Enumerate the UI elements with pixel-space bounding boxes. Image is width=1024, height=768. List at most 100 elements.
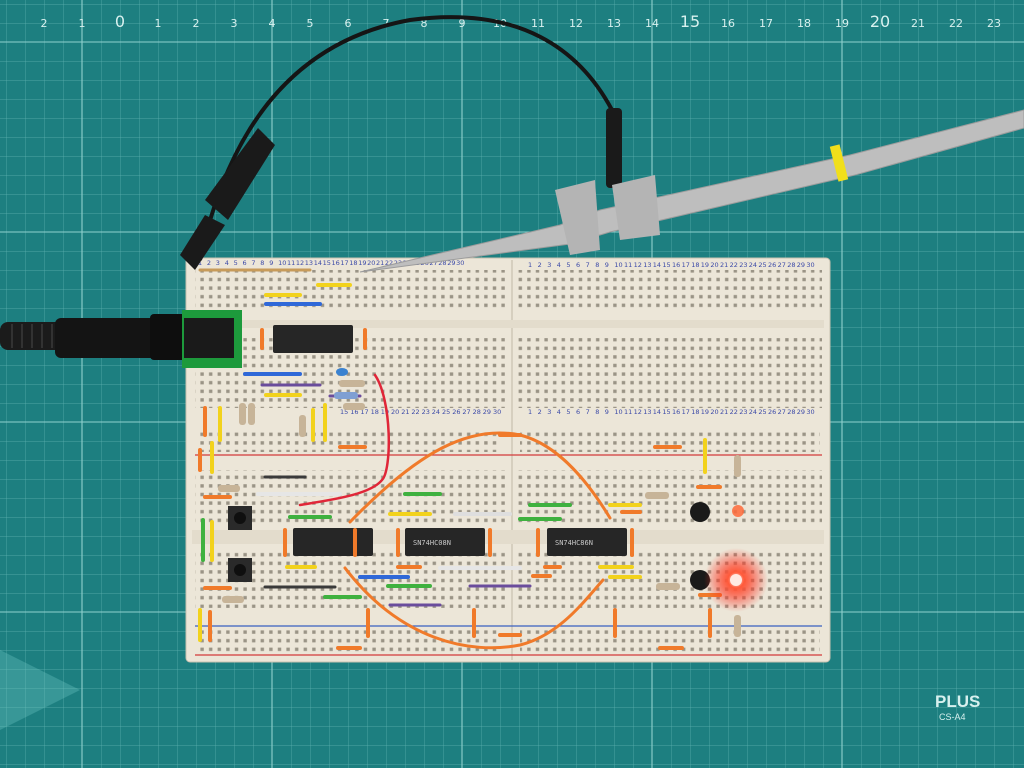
column-number: 3 [547, 408, 551, 416]
column-number: 5 [566, 261, 570, 269]
column-number: 17 [682, 408, 690, 416]
column-number: 27 [778, 261, 786, 269]
column-number: 29 [797, 261, 805, 269]
column-number: 29 [447, 259, 455, 267]
column-number: 18 [371, 408, 379, 416]
column-number: 4 [557, 261, 561, 269]
column-number: 17 [360, 408, 368, 416]
column-number: 16 [332, 259, 340, 267]
column-number: 14 [653, 261, 661, 269]
ruler-number: 18 [797, 17, 811, 30]
column-number: 14 [314, 259, 322, 267]
column-number: 12 [634, 408, 642, 416]
column-number: 16 [672, 261, 680, 269]
chip-u4: SN74HC86N [547, 528, 627, 556]
ruler-number: 16 [721, 17, 735, 30]
lower-right-f-j [518, 548, 822, 608]
column-number: 7 [251, 259, 255, 267]
column-number: 30 [806, 408, 814, 416]
capacitor [336, 368, 348, 376]
column-number: 8 [260, 259, 264, 267]
column-number: 21 [720, 261, 728, 269]
column-number: 2 [207, 259, 211, 267]
column-number: 28 [787, 261, 795, 269]
oscilloscope-probe [359, 109, 1024, 273]
ruler-number: 8 [421, 17, 428, 30]
column-number: 30 [456, 259, 464, 267]
column-number: 18 [349, 259, 357, 267]
column-number: 23 [739, 261, 747, 269]
column-number: 1 [528, 261, 532, 269]
chip-u3: SN74HC08N [405, 528, 485, 556]
resistors [218, 380, 741, 637]
column-number: 25 [758, 261, 766, 269]
column-number: 19 [701, 408, 709, 416]
column-number: 18 [691, 261, 699, 269]
column-number: 20 [367, 259, 375, 267]
column-number: 13 [643, 408, 651, 416]
probe-ground-clip [205, 128, 275, 220]
column-number: 25 [442, 408, 450, 416]
column-number: 23 [739, 408, 747, 416]
ruler-number: 20 [870, 12, 890, 31]
column-number: 15 [662, 261, 670, 269]
breadboard-column-numbers: 1234567891011121314151617181920212223242… [198, 259, 815, 416]
ruler-number: 1 [155, 17, 162, 30]
column-number: 11 [287, 259, 295, 267]
column-number: 17 [682, 261, 690, 269]
push-button-2 [228, 558, 252, 582]
led-on [730, 574, 742, 586]
column-number: 19 [358, 259, 366, 267]
column-number: 18 [691, 408, 699, 416]
column-number: 6 [576, 261, 580, 269]
column-number: 30 [493, 408, 501, 416]
ruler-number: 12 [569, 17, 583, 30]
column-number: 25 [758, 408, 766, 416]
ruler-number: 6 [345, 17, 352, 30]
probe-cable [198, 15, 614, 261]
ruler-number: 9 [459, 17, 466, 30]
ruler-number: 2 [193, 17, 200, 30]
mat-corner-marker [0, 650, 80, 730]
column-number: 24 [749, 261, 757, 269]
column-number: 17 [340, 259, 348, 267]
column-number: 19 [381, 408, 389, 416]
column-number: 10 [614, 408, 622, 416]
column-number: 15 [340, 408, 348, 416]
column-number: 3 [547, 261, 551, 269]
column-number: 16 [672, 408, 680, 416]
svg-text:SN74HC08N: SN74HC08N [413, 539, 451, 547]
column-number: 14 [653, 408, 661, 416]
column-number: 8 [595, 261, 599, 269]
column-number: 1 [198, 259, 202, 267]
column-number: 27 [462, 408, 470, 416]
column-number: 8 [595, 408, 599, 416]
column-number: 29 [483, 408, 491, 416]
column-number: 12 [296, 259, 304, 267]
column-number: 21 [376, 259, 384, 267]
ruler-number: 22 [949, 17, 963, 30]
column-number: 22 [730, 408, 738, 416]
led-off [732, 505, 744, 517]
column-number: 9 [269, 259, 273, 267]
column-number: 6 [243, 259, 247, 267]
column-number: 11 [624, 408, 632, 416]
column-number: 28 [438, 259, 446, 267]
column-number: 4 [557, 408, 561, 416]
column-number: 2 [538, 261, 542, 269]
column-number: 28 [787, 408, 795, 416]
column-number: 22 [411, 408, 419, 416]
audio-cable [0, 314, 190, 360]
column-number: 7 [586, 408, 590, 416]
ruler-number: 3 [231, 17, 238, 30]
ruler-number: 15 [680, 12, 700, 31]
mat-brand: PLUS [935, 692, 980, 711]
column-number: 23 [422, 408, 430, 416]
column-number: 6 [576, 408, 580, 416]
column-number: 11 [624, 261, 632, 269]
transistor-1 [690, 502, 710, 522]
chip-u1 [273, 325, 353, 353]
column-number: 1 [528, 408, 532, 416]
